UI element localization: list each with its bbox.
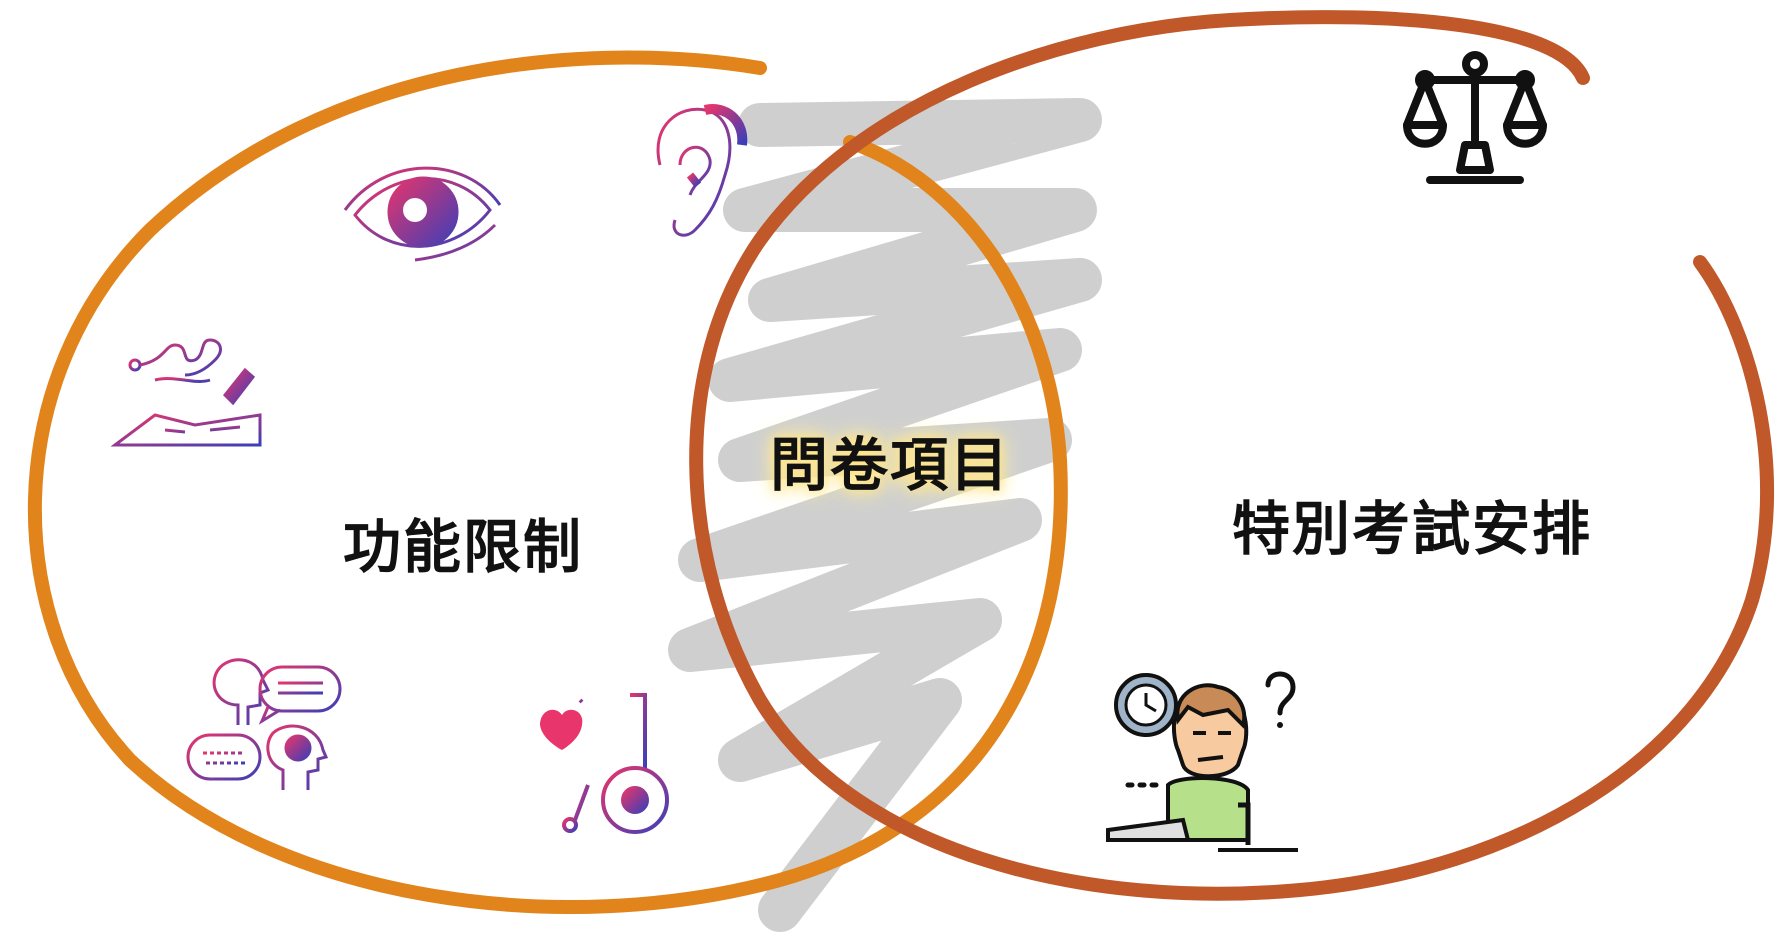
overlap-scribble: [668, 98, 1102, 932]
scales-of-justice-icon: [1403, 51, 1547, 184]
intersection-label: 問卷項目: [770, 431, 1011, 499]
eye-icon: [343, 166, 502, 262]
left-set-ring: [28, 50, 1068, 914]
hearing-aid-ear-icon: [656, 104, 748, 237]
wheelchair-icon: [540, 693, 669, 834]
reading-writing-book-icon: [110, 338, 262, 447]
confused-student-exam-icon: [1106, 671, 1298, 852]
left-set-label: 功能限制: [343, 513, 584, 581]
right-set-label: 特別考試安排: [1232, 495, 1593, 563]
communication-heads-icon: [186, 658, 342, 790]
right-set-ring: [689, 10, 1774, 901]
